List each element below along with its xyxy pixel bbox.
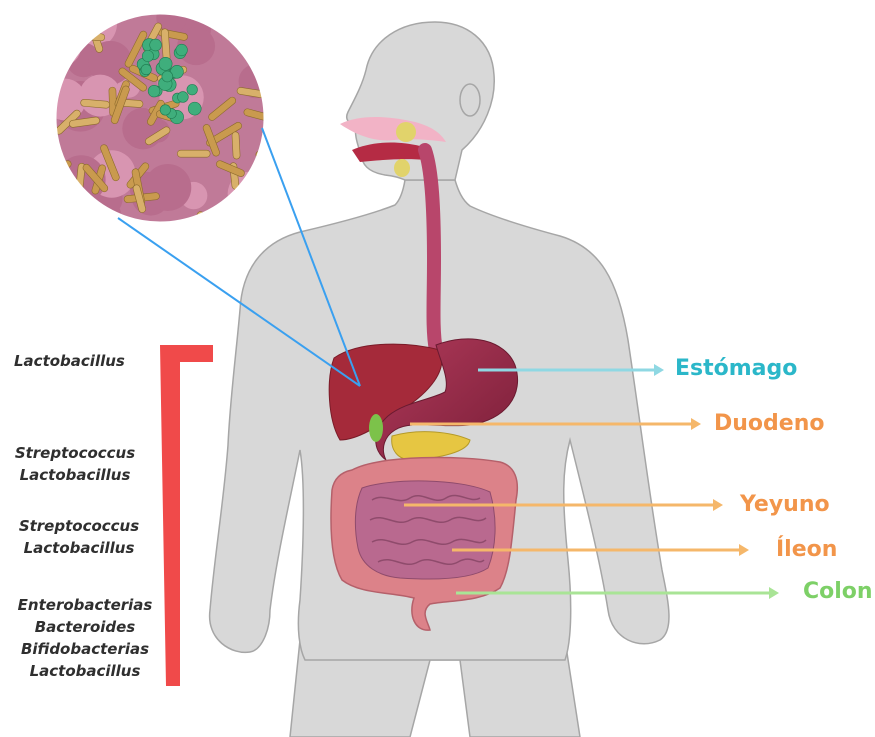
tissue-cell [144,164,191,211]
bacillus-rod [245,179,275,204]
bacteria-name: Streptococcus [14,515,144,537]
coccus [176,44,188,56]
coccus [141,64,151,74]
bacteria-name: Lactobacillus [14,537,144,559]
bacteria-name: Lactobacillus [14,350,125,372]
bacteria-name: Bifidobacterias [10,638,160,660]
tissue-cell [74,203,108,237]
tissue-cell [39,24,82,67]
label-yeyuno: Yeyuno [740,492,830,517]
coccus [188,102,201,115]
tissue-cell [79,10,102,33]
bacteria-list-stomach: Lactobacillus [14,350,125,372]
bacteria-list-colon: Enterobacterias Bacteroides Bifidobacter… [10,594,160,682]
arrow-head-colon [769,587,779,599]
coccus [148,85,160,97]
coccus [159,57,172,70]
coccus [162,71,173,82]
bacteria-list-duodenum: Streptococcus Lactobacillus [10,442,140,486]
small-intestine [355,481,495,579]
coccus [178,92,189,103]
label-estomago: Estómago [675,356,797,381]
bacillus-rod [177,150,210,157]
coccus [187,84,198,95]
body-silhouette [210,22,669,737]
bacteria-name: Enterobacterias [10,594,160,616]
bracket [160,345,213,686]
label-ileon: Íleon [776,537,837,562]
magnified-bacteria-view [39,0,283,244]
label-colon: Colon [803,579,873,604]
label-duodeno: Duodeno [714,411,824,436]
bacteria-name: Streptococcus [10,442,140,464]
bacteria-name: Bacteroides [10,616,160,638]
coccus [150,39,162,51]
coccus [160,105,170,115]
bacteria-list-jejunum: Streptococcus Lactobacillus [14,515,144,559]
gallbladder [369,414,383,442]
bacillus-rod [232,132,240,160]
arrow-head-ileon [739,544,749,556]
arrow-head-yeyuno [713,499,723,511]
arrow-head-estomago [654,364,664,376]
bacteria-name: Lactobacillus [10,464,140,486]
coccus [142,50,153,61]
bacteria-name: Lactobacillus [10,660,160,682]
arrow-head-duodeno [691,418,701,430]
